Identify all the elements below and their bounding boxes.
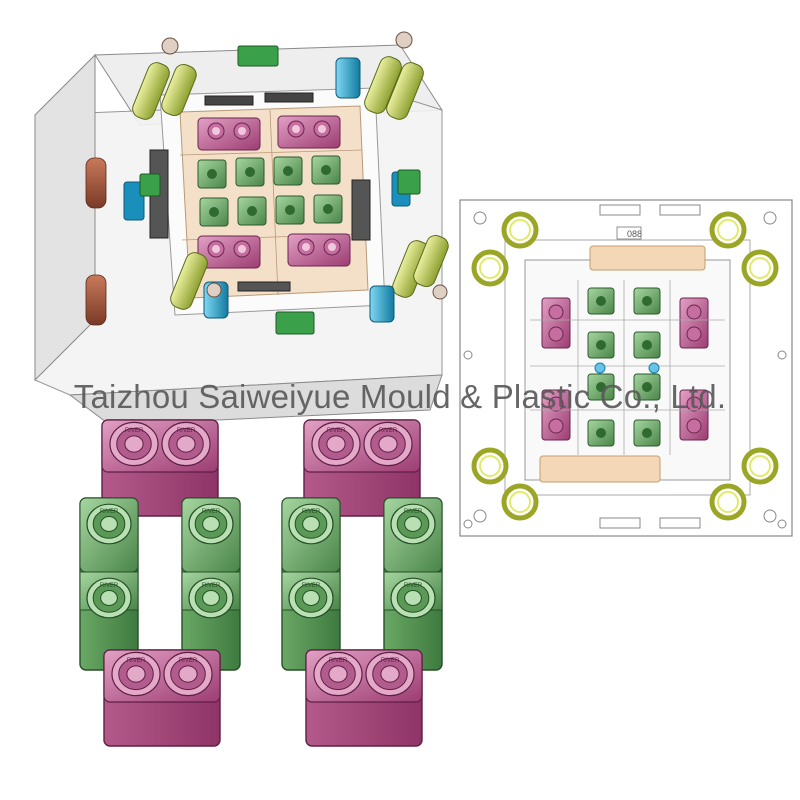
stud-logo-text: RIVER [327,428,346,434]
plan-tab-bottom-left [599,517,641,529]
plan-corner-bolts [473,211,777,523]
brick-part-set-right-top-brick: RIVER RIVER [303,419,421,517]
stud-logo-text: RIVER [302,509,321,515]
stud-logo-text: RIVER [202,509,221,515]
plan-side-bolts [463,350,787,529]
plan-guide-rings [471,211,779,521]
bolt-heads [161,31,448,300]
brick-part-set-left-green-left: RIVER RIVER [79,497,139,671]
plan-tab-top-left [599,204,641,216]
stud-logo-text: RIVER [379,428,398,434]
stud-logo-text: RIVER [127,658,146,664]
guide-pin-group [132,56,449,310]
stud-logo-text: RIVER [404,509,423,515]
cavity-magenta-bottom-left [197,235,261,269]
plan-tab-top-right [659,204,701,216]
cavity-magenta-top-left [197,117,261,151]
side-slider-right [351,179,371,241]
brick-part-set-left-bottom-brick: RIVER RIVER [103,649,221,747]
mould-base-bottom [68,374,443,426]
stud-logo-text: RIVER [302,583,321,589]
slider-slot-left [204,95,254,106]
brick-part-set-right-bottom-brick: RIVER RIVER [305,649,423,747]
stud-logo-text: RIVER [329,658,348,664]
slider-slot-right [264,92,314,103]
brick-part-set-left-top-brick: RIVER RIVER [101,419,219,517]
stud-logo-text: RIVER [177,428,196,434]
plan-cavity-area [524,259,731,481]
water-connectors [139,45,421,335]
stud-logo-text: RIVER [100,509,119,515]
plan-inner-frame [504,239,751,496]
plan-cyan-markers [594,362,660,374]
cavity-magenta-bottom-right [287,233,351,267]
mould-3d-view [34,31,449,426]
company-watermark: Taizhou Saiweiyue Mould & Plastic Co., L… [73,378,727,415]
plan-label-frame [616,226,642,240]
brick-part-set-right-green-left: RIVER RIVER [281,497,341,671]
cavity-magenta-top-right [277,115,341,149]
stud-logo-text: RIVER [202,583,221,589]
stud-logo-text: RIVER [404,583,423,589]
plan-runner-top [589,245,706,271]
plan-runner-bottom [539,455,661,483]
slider-slot-bottom [237,281,291,292]
brick-part-set-left-green-right: RIVER RIVER [181,497,241,671]
stud-logo-text: RIVER [125,428,144,434]
hydraulic-cylinders [123,57,411,323]
plan-top-label: 088 [627,229,642,239]
stud-logo-text: RIVER [179,658,198,664]
return-springs [85,157,107,326]
stud-logo-text: RIVER [100,583,119,589]
mould-plan-view: 088 [459,199,793,537]
brick-part-set-right-green-right: RIVER RIVER [383,497,443,671]
stud-logo-text: RIVER [381,658,400,664]
plan-tab-bottom-right [659,517,701,529]
